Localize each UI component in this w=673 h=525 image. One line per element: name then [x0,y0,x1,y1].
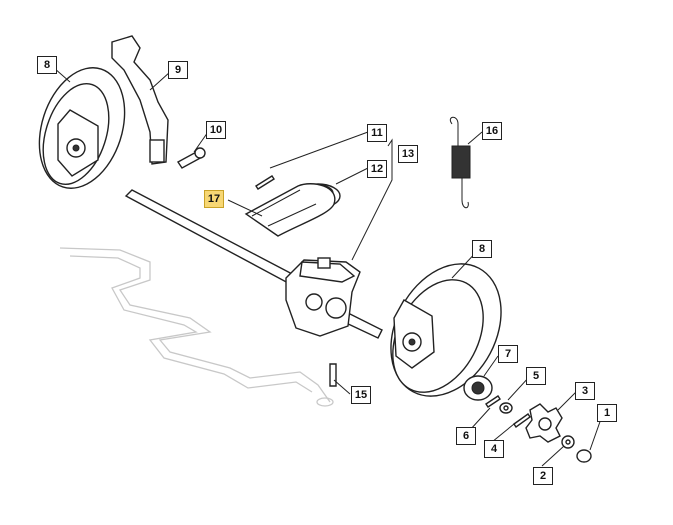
bearing[interactable] [463,375,493,401]
callout-1-circlip[interactable]: 1 [597,404,617,422]
small-washer[interactable] [561,435,575,449]
drive-belt[interactable] [244,183,336,237]
callout-3-pinion[interactable]: 3 [575,382,595,400]
callout-12-pulley[interactable]: 12 [367,160,387,178]
bolt[interactable] [176,147,206,169]
callout-9-bracket[interactable]: 9 [168,61,188,79]
circlip[interactable] [576,449,592,463]
callout-13-gearbox[interactable]: 13 [398,145,418,163]
callout-16-spring[interactable]: 16 [482,122,502,140]
drive-pin[interactable] [513,413,531,428]
callout-5-washer[interactable]: 5 [526,367,546,385]
roll-pin[interactable] [329,363,337,387]
callout-7-bearing[interactable]: 7 [498,345,518,363]
callout-10-bolt[interactable]: 10 [206,121,226,139]
callout-11-pin[interactable]: 11 [367,124,387,142]
axle-shaft[interactable] [124,189,383,339]
spring[interactable] [449,116,471,209]
gearbox[interactable] [285,257,361,337]
callout-4-drive-pin[interactable]: 4 [484,440,504,458]
right-wheel[interactable] [369,245,523,416]
callout-17-belt[interactable]: 17 [204,190,224,208]
handle-frame-outline [59,247,334,407]
height-adjust-bracket[interactable] [111,35,169,165]
callout-8-right-wheel[interactable]: 8 [472,240,492,258]
callout-8-left-wheel[interactable]: 8 [37,56,57,74]
left-wheel[interactable] [25,57,139,200]
washer[interactable] [499,402,513,414]
callout-2-small-washer[interactable]: 2 [533,467,553,485]
pinion-gear[interactable] [525,403,563,443]
callout-15-roll-pin[interactable]: 15 [351,386,371,404]
spring-pin[interactable] [485,395,501,408]
pin[interactable] [255,175,275,190]
callout-6-spring-pin[interactable]: 6 [456,427,476,445]
